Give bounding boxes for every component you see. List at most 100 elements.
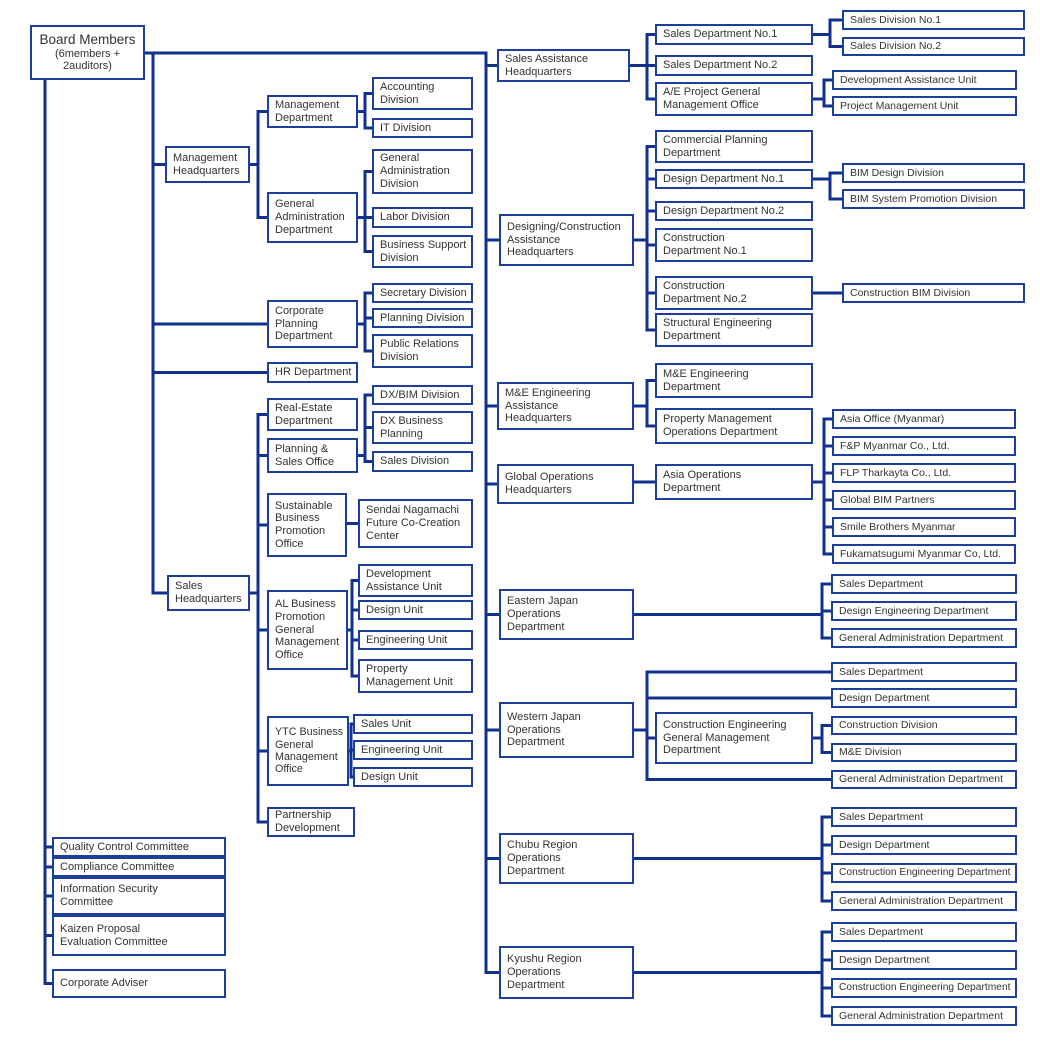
node-development-assistance-unit-ae: Development Assistance Unit (832, 70, 1017, 90)
node-label: Sendai Nagamachi Future Co-Creation Cent… (366, 504, 461, 542)
node-ae-project-general-management-office: A/E Project General Management Office (655, 82, 813, 116)
node-label: IT Division (380, 121, 432, 134)
node-label: FLP Tharkayta Co., Ltd. (840, 466, 952, 479)
node-construction-department-no1: Construction Department No.1 (655, 228, 813, 262)
node-label: Design Unit (361, 770, 418, 783)
node-design-department-no2: Design Department No.2 (655, 201, 813, 221)
node-label: Sales Department No.1 (663, 28, 778, 41)
node-compliance-committee: Compliance Committee (52, 857, 226, 877)
node-wjod-sales-department: Sales Department (831, 662, 1017, 682)
node-label: General Administration Department (839, 773, 1003, 786)
node-sendai-nagamachi-future-co-creation-center: Sendai Nagamachi Future Co-Creation Cent… (358, 499, 473, 548)
node-me-division: M&E Division (831, 743, 1017, 762)
node-label: Public Relations Division (380, 338, 459, 363)
node-label: Western Japan Operations Department (507, 710, 581, 749)
node-designing-construction-assistance-headquarters: Designing/Construction Assistance Headqu… (499, 214, 634, 266)
node-fp-myanmar-co-ltd: F&P Myanmar Co., Ltd. (832, 436, 1016, 456)
node-public-relations-division: Public Relations Division (372, 334, 473, 368)
node-label: Sales Division (380, 455, 450, 468)
node-label: A/E Project General Management Office (663, 86, 761, 111)
node-krod-general-administration-department: General Administration Department (831, 1006, 1017, 1026)
node-label: Board Members (39, 31, 136, 47)
node-label: Chubu Region Operations Department (507, 839, 578, 877)
node-label: Corporate Adviser (60, 977, 149, 990)
node-construction-division: Construction Division (831, 716, 1017, 735)
node-label: Design Department (839, 838, 930, 851)
node-sales-division: Sales Division (372, 451, 473, 472)
node-label: Global BIM Partners (840, 493, 935, 506)
node-label: Commercial Planning Department (663, 133, 768, 159)
node-label: Construction Engineering Department (839, 867, 1011, 879)
node-management-headquarters: Management Headquarters (165, 146, 250, 183)
node-hr-department: HR Department (267, 362, 358, 383)
node-label: Information Security Committee (60, 883, 158, 908)
node-dx-business-planning: DX Business Planning (372, 411, 473, 444)
node-label: Sales Division No.1 (850, 13, 942, 26)
node-label: Eastern Japan Operations Department (507, 595, 578, 633)
node-label: Design Unit (366, 603, 423, 616)
node-me-engineering-department: M&E Engineering Department (655, 363, 813, 398)
node-sales-headquarters: Sales Headquarters (167, 575, 250, 611)
node-property-management-unit: Property Management Unit (358, 659, 473, 693)
node-sales-department-no2: Sales Department No.2 (655, 55, 813, 76)
node-engineering-unit-ytc: Engineering Unit (353, 740, 473, 760)
node-asia-office-myanmar: Asia Office (Myanmar) (832, 409, 1016, 429)
node-global-operations-headquarters: Global Operations Headquarters (497, 464, 634, 504)
node-label: Construction Engineering General Managem… (663, 718, 787, 757)
node-label: Compliance Committee (60, 860, 175, 873)
node-label: Asia Operations Department (663, 469, 742, 494)
node-design-department-no1: Design Department No.1 (655, 169, 813, 189)
node-label: Structural Engineering Department (663, 317, 772, 342)
node-crod-sales-department: Sales Department (831, 807, 1017, 827)
node-label: General Administration Department (839, 1009, 1003, 1022)
node-label: Real-Estate Department (275, 401, 333, 427)
node-wjod-design-department: Design Department (831, 688, 1017, 708)
node-krod-design-department: Design Department (831, 950, 1017, 970)
node-label: Engineering Unit (366, 633, 448, 646)
node-label: YTC Business General Management Office (275, 726, 344, 776)
node-bim-design-division: BIM Design Division (842, 163, 1025, 183)
node-label: BIM Design Division (850, 166, 944, 179)
node-label: Sales Assistance Headquarters (505, 52, 589, 78)
node-sales-assistance-headquarters: Sales Assistance Headquarters (497, 49, 630, 82)
node-general-administration-department: General Administration Department (267, 192, 358, 243)
node-label: Planning Division (380, 311, 465, 324)
node-label: Engineering Unit (361, 743, 443, 756)
node-engineering-unit-al: Engineering Unit (358, 630, 473, 650)
node-label: Sales Department (839, 810, 924, 823)
node-me-engineering-assistance-headquarters: M&E Engineering Assistance Headquarters (497, 382, 634, 430)
node-sublabel: (6members + 2auditors) (54, 47, 121, 73)
node-label: Design Department No.2 (663, 204, 785, 217)
node-crod-construction-engineering-department: Construction Engineering Department (831, 863, 1017, 883)
node-project-management-unit: Project Management Unit (832, 96, 1017, 116)
node-label: Property Management Unit (366, 663, 453, 688)
node-design-unit-ytc: Design Unit (353, 767, 473, 787)
node-flp-tharkayta-co-ltd: FLP Tharkayta Co., Ltd. (832, 463, 1016, 483)
node-secretary-division: Secretary Division (372, 283, 473, 303)
node-ejod-sales-department: Sales Department (831, 574, 1017, 594)
node-ejod-general-administration-department: General Administration Department (831, 628, 1017, 648)
node-asia-operations-department: Asia Operations Department (655, 464, 813, 500)
node-chubu-region-operations-department: Chubu Region Operations Department (499, 833, 634, 884)
node-board-members: Board Members(6members + 2auditors) (30, 25, 145, 80)
node-label: Partnership Development (275, 809, 340, 834)
node-commercial-planning-department: Commercial Planning Department (655, 130, 813, 163)
node-label: General Administration Department (839, 631, 1003, 644)
node-dx-bim-division: DX/BIM Division (372, 385, 473, 405)
node-label: M&E Engineering Assistance Headquarters (505, 386, 591, 425)
node-eastern-japan-operations-department: Eastern Japan Operations Department (499, 589, 634, 640)
node-label: DX Business Planning (380, 414, 443, 440)
node-label: Design Department (839, 691, 930, 704)
node-label: Construction Engineering Department (839, 982, 1011, 994)
node-wjod-general-administration-department: General Administration Department (831, 770, 1017, 789)
node-label: Sales Department (839, 577, 924, 590)
node-label: Asia Office (Myanmar) (840, 412, 945, 425)
node-label: Sales Department (839, 925, 924, 938)
node-partnership-development: Partnership Development (267, 807, 355, 837)
node-general-administration-division: General Administration Division (372, 149, 473, 194)
node-label: M&E Engineering Department (663, 367, 749, 393)
node-information-security-committee: Information Security Committee (52, 877, 226, 915)
node-label: Quality Control Committee (60, 840, 189, 853)
node-management-department: Management Department (267, 95, 358, 128)
